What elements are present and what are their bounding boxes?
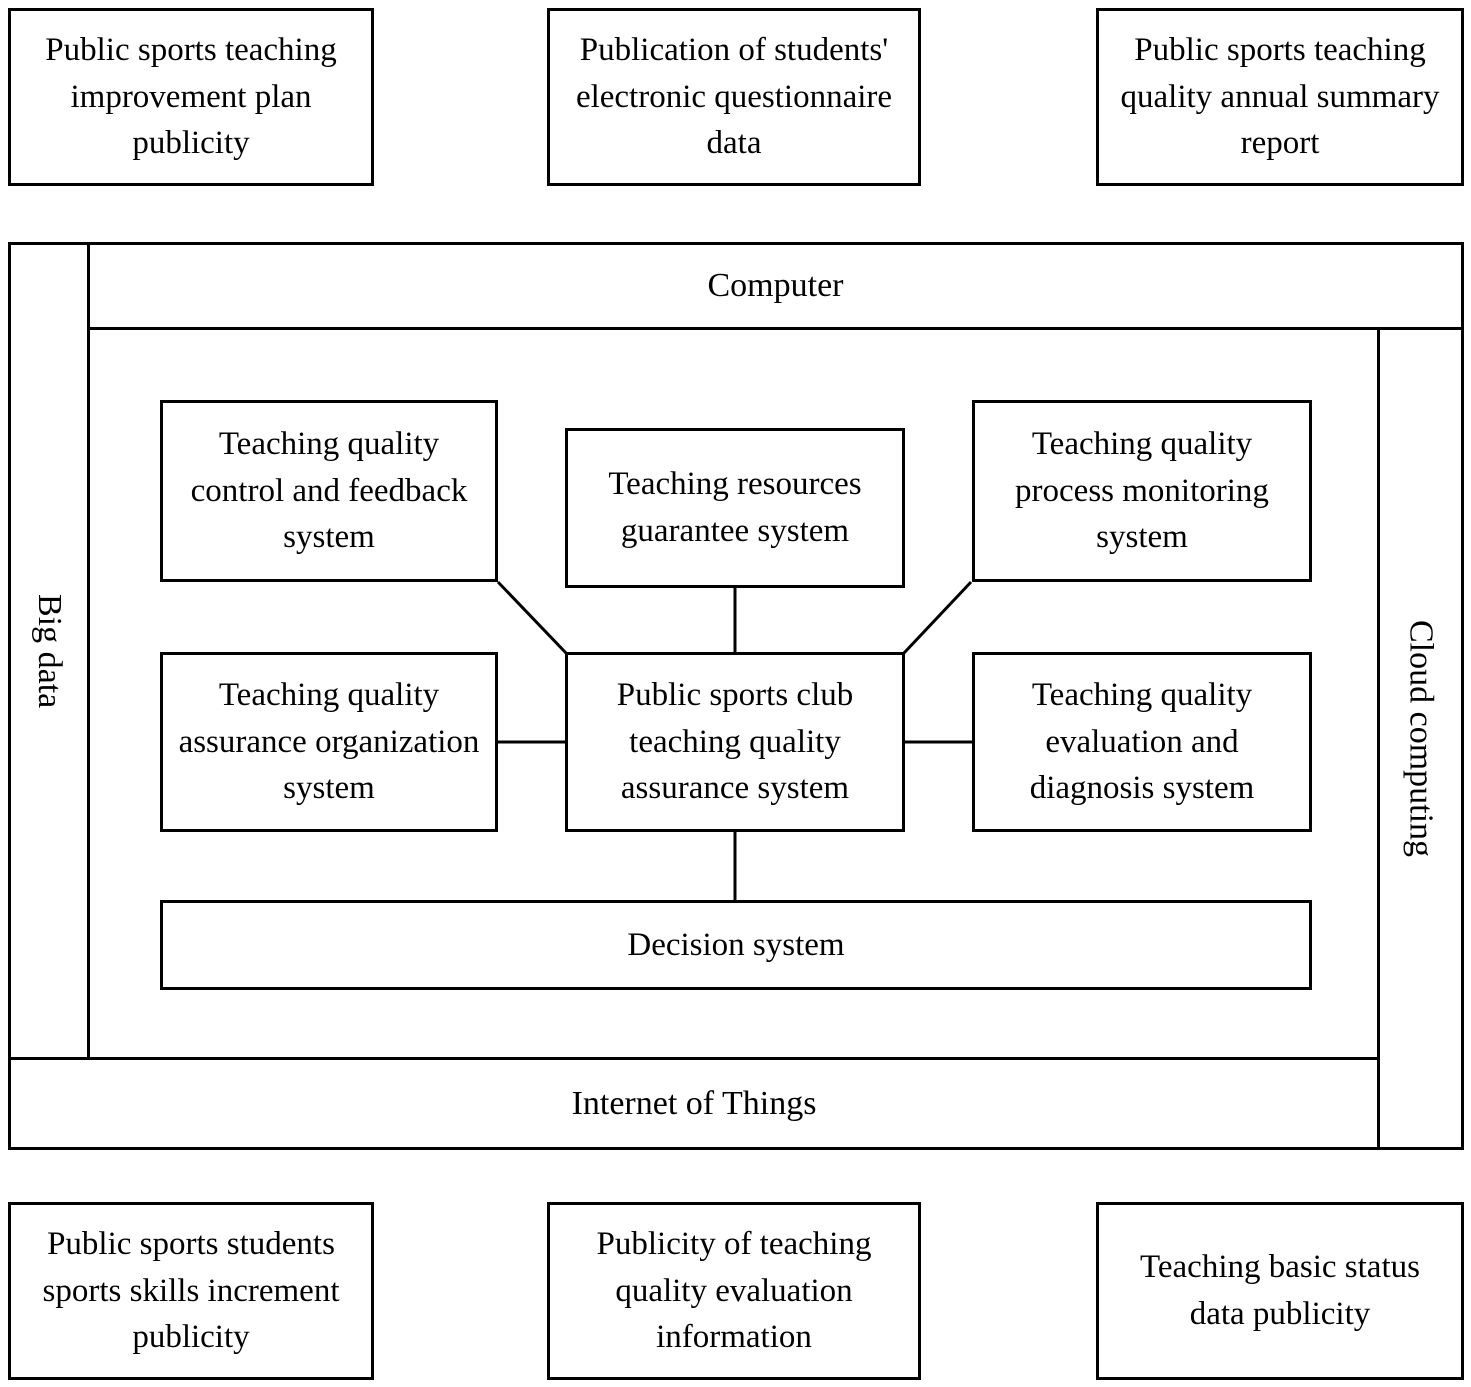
box-decision-system: Decision system [160,900,1312,990]
box-questionnaire-data-publication-label: Publication of students' electronic ques… [575,31,893,162]
box-quality-control-feedback-system-label: Teaching quality control and feedback sy… [190,425,468,556]
box-teaching-resources-guarantee-system-label: Teaching resources guarantee system [608,466,862,549]
box-evaluation-diagnosis-system: Teaching quality evaluation and diagnosi… [972,652,1312,832]
box-annual-summary-report: Public sports teaching quality annual su… [1096,8,1464,186]
connector-control-to-center [496,580,568,655]
box-central-assurance-system: Public sports club teaching quality assu… [565,652,905,832]
frame-internet-of-things-label: Internet of Things [571,1084,817,1122]
box-teaching-resources-guarantee-system: Teaching resources guarantee system [565,428,905,588]
box-evaluation-information-publicity: Publicity of teaching quality evaluation… [547,1202,921,1380]
box-assurance-organization-system-label: Teaching quality assurance organization … [178,676,480,807]
frame-computer-label: Computer [707,267,844,304]
frame-computer: Computer [87,242,1464,330]
box-central-assurance-system-label: Public sports club teaching quality assu… [616,676,854,807]
box-assurance-organization-system: Teaching quality assurance organization … [160,652,498,832]
box-evaluation-information-publicity-label: Publicity of teaching quality evaluation… [596,1225,872,1356]
frame-internet-of-things: Internet of Things [8,1057,1380,1150]
box-process-monitoring-system-label: Teaching quality process monitoring syst… [1015,425,1269,556]
frame-big-data-label: Big data [31,593,68,709]
frame-cloud-computing: Cloud computing [1377,327,1464,1150]
box-questionnaire-data-publication: Publication of students' electronic ques… [547,8,921,186]
box-improvement-plan-publicity-label: Public sports teaching improvement plan … [45,31,337,162]
frame-cloud-computing-label: Cloud computing [1402,619,1440,858]
box-sports-skills-increment-publicity: Public sports students sports skills inc… [8,1202,374,1380]
box-sports-skills-increment-publicity-label: Public sports students sports skills inc… [42,1225,340,1356]
box-basic-status-data-publicity-label: Teaching basic status data publicity [1140,1249,1420,1332]
connector-monitoring-to-center [902,580,973,655]
box-evaluation-diagnosis-system-label: Teaching quality evaluation and diagnosi… [1029,676,1255,807]
box-annual-summary-report-label: Public sports teaching quality annual su… [1120,31,1440,162]
box-decision-system-label: Decision system [627,926,845,963]
box-improvement-plan-publicity: Public sports teaching improvement plan … [8,8,374,186]
frame-big-data: Big data [8,242,90,1060]
box-basic-status-data-publicity: Teaching basic status data publicity [1096,1202,1464,1380]
box-quality-control-feedback-system: Teaching quality control and feedback sy… [160,400,498,582]
box-process-monitoring-system: Teaching quality process monitoring syst… [972,400,1312,582]
